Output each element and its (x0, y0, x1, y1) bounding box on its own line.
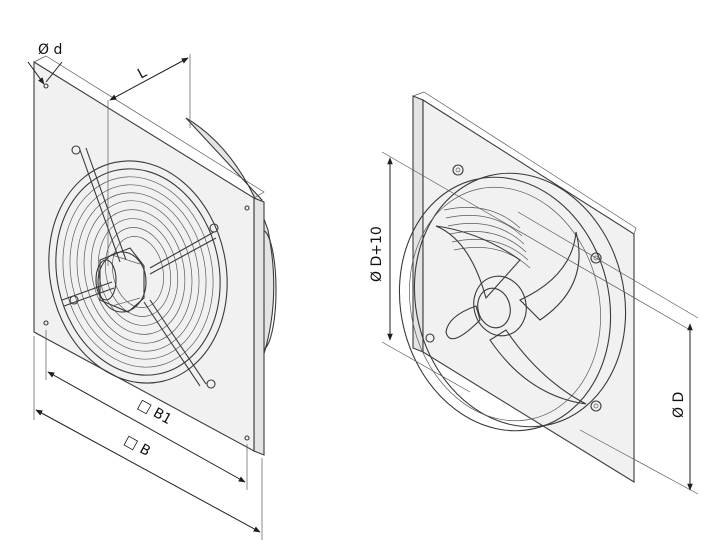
mounting-hole (43, 83, 49, 89)
d-extension-bottom (579, 429, 699, 495)
plate-top-edge (33, 55, 265, 199)
hub-cap (477, 287, 511, 329)
mounting-plate-left (33, 61, 255, 452)
impeller-blades (435, 225, 587, 405)
mounting-hole (244, 205, 250, 211)
motor-unit (95, 247, 147, 313)
left-fan-front-view (33, 55, 277, 456)
plate-top-edge-right (412, 91, 637, 235)
b-dimension-line (35, 409, 261, 533)
fan-diameter-label: Ø D (671, 392, 687, 418)
mounting-plate-right (422, 98, 635, 483)
right-fan-rear-view (398, 91, 637, 483)
plate-edge-right (412, 95, 424, 353)
d10-extension-bottom (381, 341, 471, 393)
depth-dimension-line (109, 57, 189, 101)
depth-label: L (135, 64, 150, 82)
outer-square-label: □ B (121, 433, 153, 460)
plate-edge (253, 197, 265, 456)
d-extension-top (517, 211, 699, 319)
mounting-hole (43, 320, 49, 326)
rear-housing (185, 117, 275, 361)
outer-ring (413, 172, 627, 428)
d10-extension-top (381, 151, 691, 331)
front-ring (398, 176, 612, 432)
hole-diameter-leader-2 (45, 61, 63, 83)
hole-diameter-leader (27, 61, 45, 85)
right-dimensions: Ø D+10 Ø D (369, 151, 699, 495)
hole-diameter-label: Ø d (38, 42, 62, 58)
inner-ring (409, 186, 601, 422)
duct-diameter-label: Ø D+10 (369, 226, 385, 282)
mounting-bolts (425, 164, 602, 412)
impeller-hub (473, 275, 527, 337)
